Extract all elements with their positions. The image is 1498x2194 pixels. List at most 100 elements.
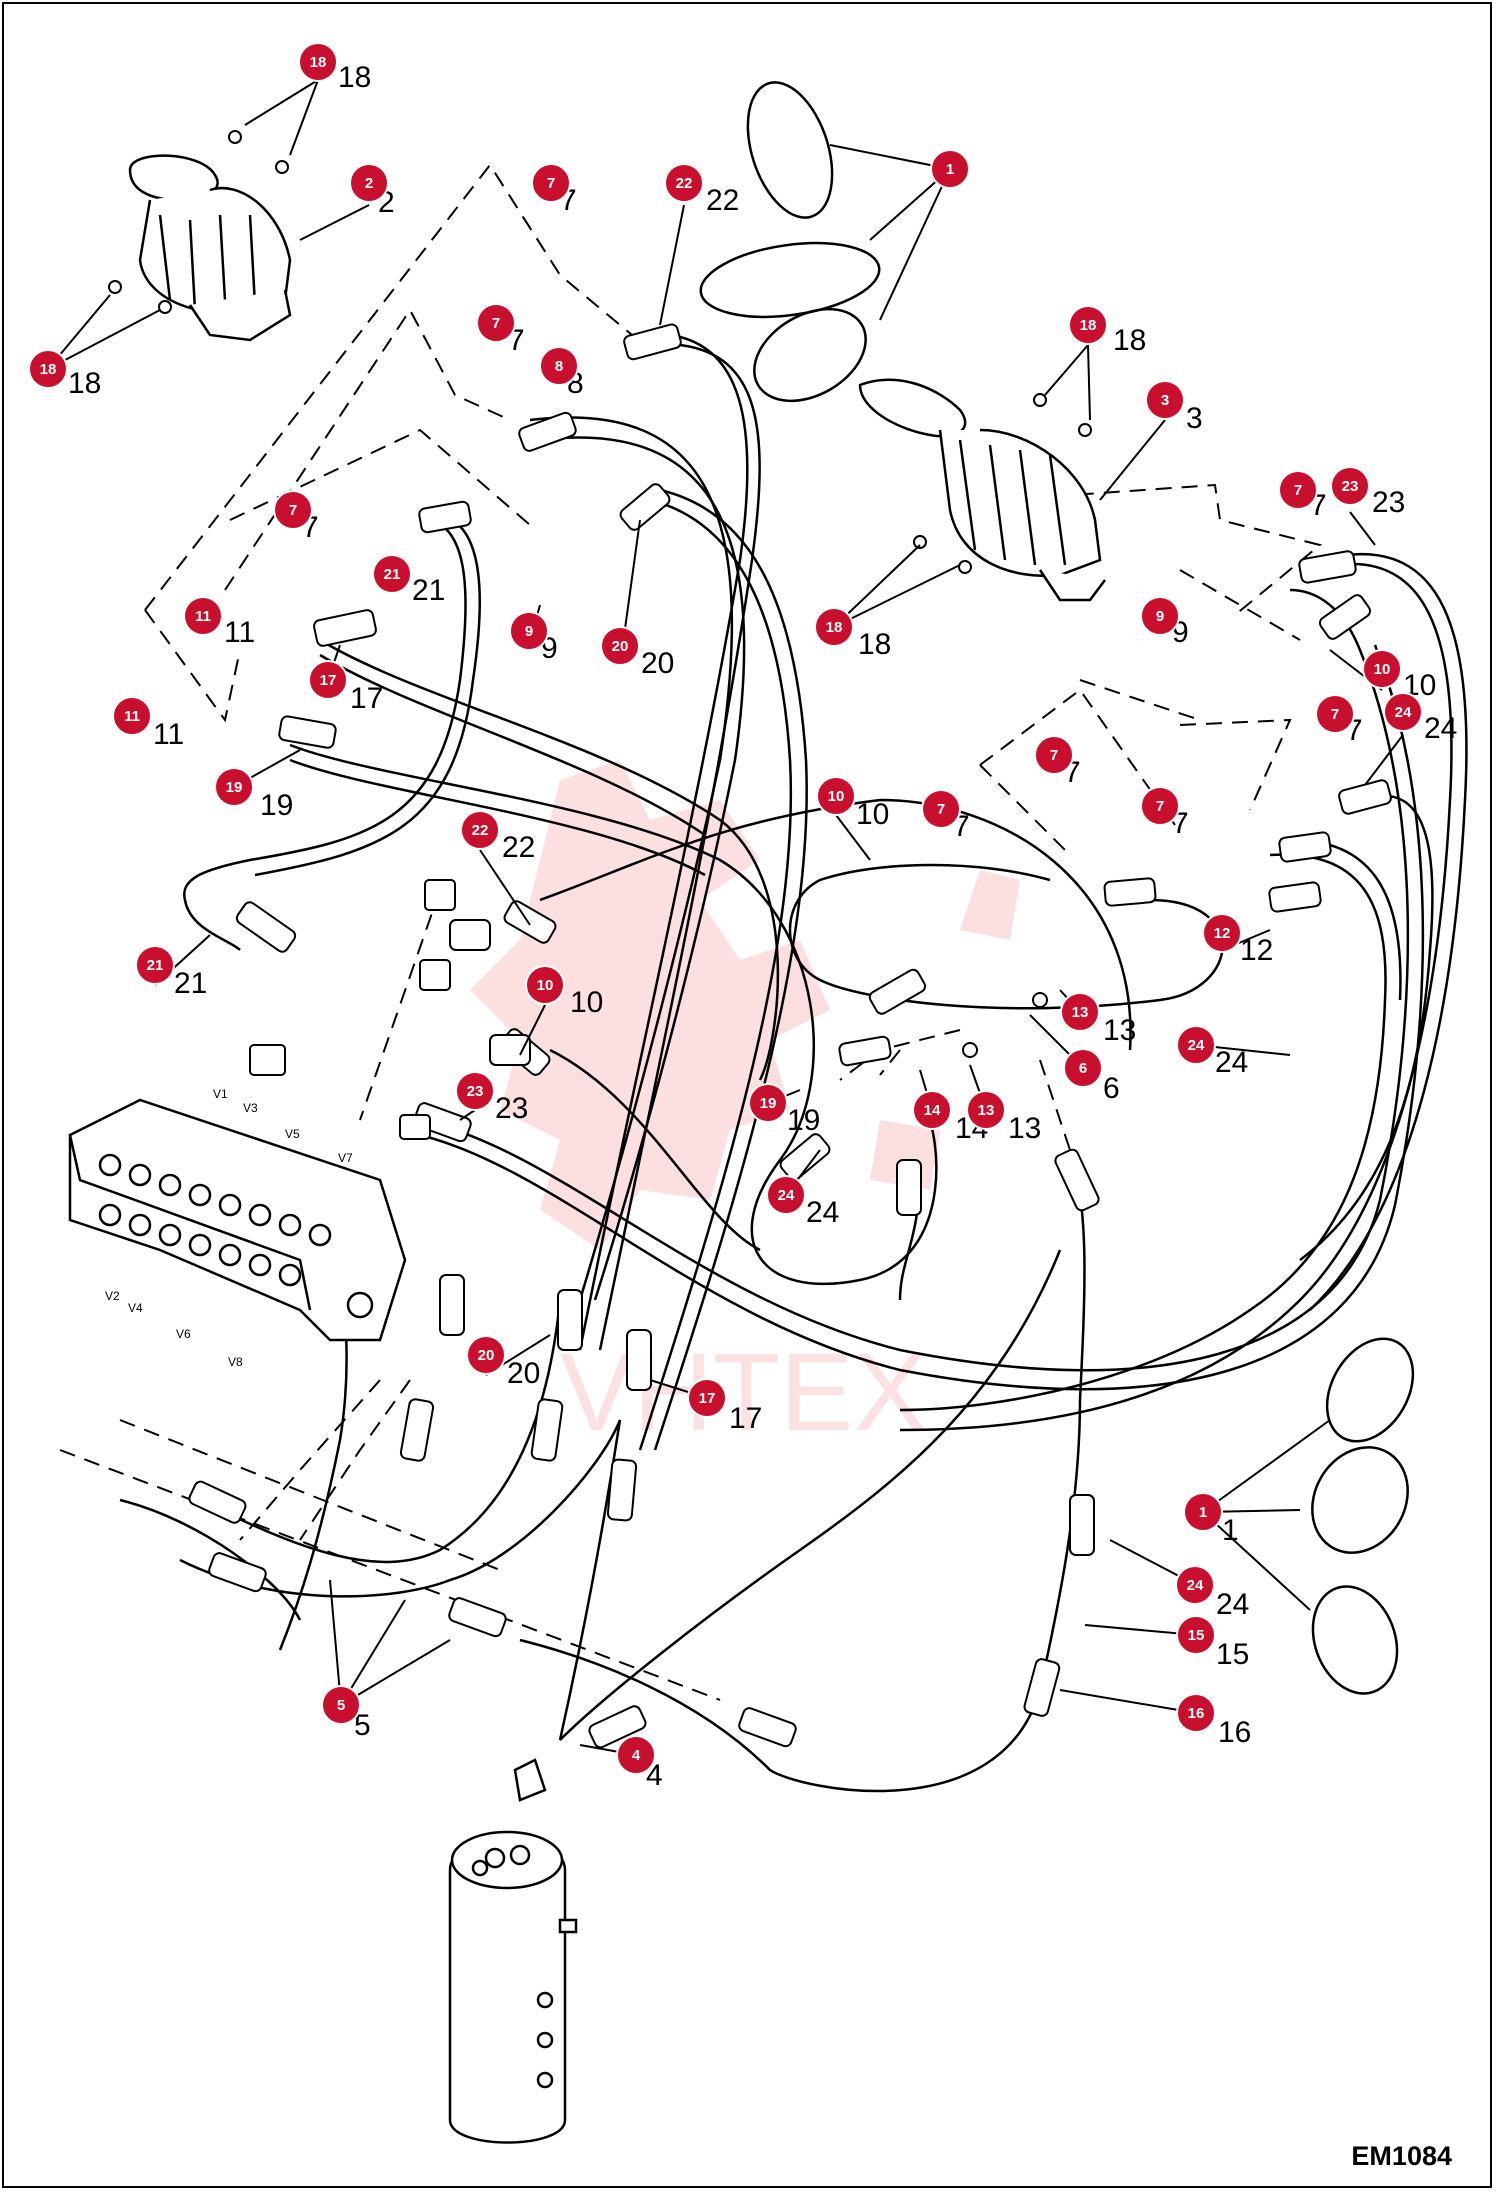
callout-number: 7 [1331, 706, 1339, 723]
callout-number: 17 [320, 672, 337, 689]
callout-circle [1140, 596, 1180, 636]
callout-badge: 9 [1140, 596, 1180, 636]
callout-circle [460, 810, 500, 850]
callout-circle [664, 163, 704, 203]
part-number-label: 18 [858, 628, 891, 661]
part-number-label: 23 [1372, 486, 1405, 519]
callout-number: 23 [467, 1083, 484, 1100]
dashed-connector-lines [59, 163, 1323, 1701]
part-number-label: 16 [1218, 1716, 1251, 1749]
callout-badge: 13 [1060, 992, 1100, 1032]
callout-badge: 22 [664, 163, 704, 203]
callout-number: 13 [978, 1102, 995, 1119]
part-number-label: 11 [224, 616, 255, 649]
callout-number: 19 [760, 1095, 777, 1112]
callout-number: 15 [1188, 1627, 1205, 1644]
screws [108, 130, 1092, 1058]
valve-port-label: V6 [176, 1327, 191, 1341]
callout-circle [912, 1090, 952, 1130]
callout-circle [531, 163, 571, 203]
callout-circle [273, 490, 313, 530]
callout-number: 21 [384, 566, 401, 583]
callout-circle [476, 303, 516, 343]
callout-number: 7 [937, 801, 945, 818]
callout-circle [525, 965, 565, 1005]
callout-badge: 23 [455, 1071, 495, 1111]
valve-port-label: V8 [228, 1355, 243, 1369]
callout-number: 20 [478, 1347, 495, 1364]
callout-circle [1183, 1492, 1223, 1532]
callout-number: 6 [1079, 1060, 1087, 1077]
part-number-label: 10 [856, 798, 889, 831]
callout-circle [1202, 913, 1242, 953]
callout-number: 2 [365, 175, 373, 192]
right-joystick [858, 378, 1106, 602]
callout-badge: 21 [372, 554, 412, 594]
valve-port-label: V3 [243, 1101, 258, 1115]
part-number-label: 3 [1186, 402, 1203, 435]
callout-badge: 7 [1278, 470, 1318, 510]
callout-number: 24 [1395, 704, 1412, 721]
callout-badge: 6 [1063, 1048, 1103, 1088]
part-number-label: 13 [1103, 1014, 1136, 1047]
callout-number: 18 [40, 361, 57, 378]
callout-badge: 8 [539, 346, 579, 386]
callout-number: 7 [547, 175, 555, 192]
callout-circle [966, 1090, 1006, 1130]
callout-circle [930, 149, 970, 189]
callout-circle [1145, 380, 1185, 420]
hydraulic-hoses [119, 333, 1468, 1793]
callout-badge: 7 [1034, 735, 1074, 775]
callout-circle [539, 346, 579, 386]
callout-circle [1176, 1693, 1216, 1733]
callout-number: 21 [147, 957, 164, 974]
callout-circle [321, 1685, 361, 1725]
callout-badge: 20 [466, 1335, 506, 1375]
callout-badge: 2 [349, 163, 389, 203]
callout-circle [816, 776, 856, 816]
valve-port-label: V2 [105, 1289, 120, 1303]
callout-badge: 23 [1330, 466, 1370, 506]
callout-badge: 20 [600, 626, 640, 666]
callout-badge: 15 [1176, 1615, 1216, 1655]
callout-circle [112, 696, 152, 736]
callout-number: 24 [778, 1187, 795, 1204]
callout-circle [1176, 1615, 1216, 1655]
callout-badge: 17 [308, 660, 348, 700]
callout-number: 8 [555, 358, 563, 375]
callout-number: 10 [537, 977, 554, 994]
callout-number: 7 [492, 315, 500, 332]
part-number-label: 10 [570, 986, 603, 1019]
part-number-label: 20 [507, 1357, 540, 1390]
callout-circle [455, 1071, 495, 1111]
callout-circle [616, 1735, 656, 1775]
callout-badge: 1 [1183, 1492, 1223, 1532]
callout-number: 13 [1072, 1004, 1089, 1021]
callout-number: 12 [1214, 925, 1231, 942]
callout-badge: 5 [321, 1685, 361, 1725]
valve-port-label: V4 [128, 1301, 143, 1315]
callout-number: 18 [1080, 317, 1097, 334]
callout-circle [1068, 305, 1108, 345]
callout-number: 10 [828, 788, 845, 805]
callout-number: 19 [226, 779, 243, 796]
callout-number: 9 [525, 623, 533, 640]
callout-number: 1 [946, 161, 954, 178]
callout-circle [1176, 1025, 1216, 1065]
part-number-label: 17 [350, 682, 383, 715]
callout-number: 5 [337, 1697, 345, 1714]
part-number-label: 5 [354, 1709, 371, 1742]
callout-badge: 19 [214, 767, 254, 807]
callout-circle [28, 349, 68, 389]
callout-circle [600, 626, 640, 666]
callout-badge: 11 [183, 596, 223, 636]
part-number-label: 1 [1222, 1514, 1239, 1547]
part-number-label: 18 [338, 61, 371, 94]
callout-circle [1330, 466, 1370, 506]
callout-number: 24 [1187, 1577, 1204, 1594]
callout-circle [372, 554, 412, 594]
part-number-label: 24 [806, 1196, 839, 1229]
callout-badge: 11 [112, 696, 152, 736]
